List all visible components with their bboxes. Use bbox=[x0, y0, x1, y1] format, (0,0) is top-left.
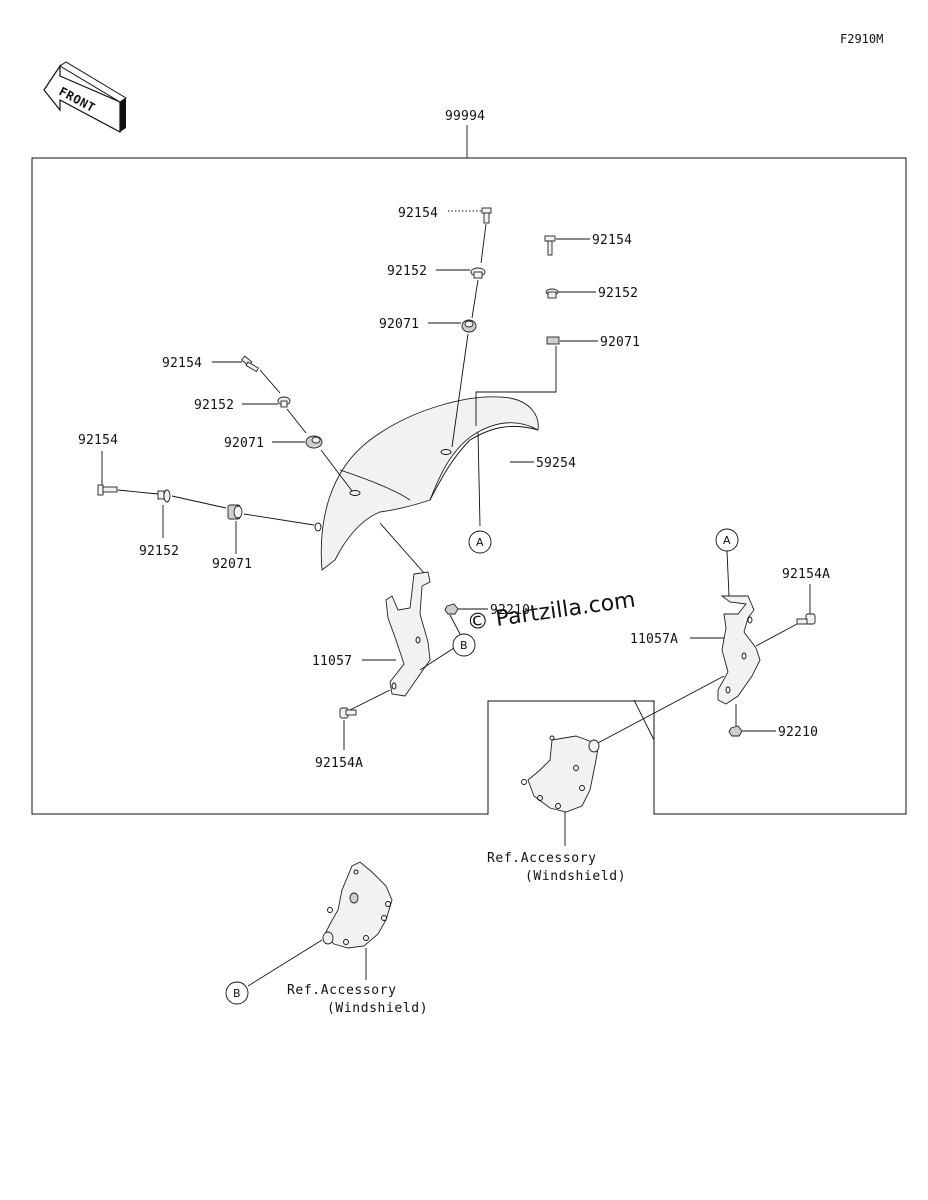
far-left-grommet-part bbox=[227, 504, 243, 520]
ref-accessory-sublabel-2: (Windshield) bbox=[327, 1001, 428, 1016]
top-right-washer-part bbox=[545, 288, 559, 299]
label-92071-top-center: 92071 bbox=[379, 317, 419, 332]
ref-accessory-sublabel-1: (Windshield) bbox=[525, 869, 626, 884]
mid-left-screw-part bbox=[241, 355, 260, 373]
right-bolt-part bbox=[796, 613, 816, 625]
front-arrow-icon: FRONT bbox=[43, 61, 127, 133]
left-bolt-part bbox=[339, 707, 357, 719]
label-92154A-right: 92154A bbox=[782, 567, 830, 582]
left-nut-part bbox=[444, 603, 459, 615]
kit-number-label: 99994 bbox=[445, 109, 485, 124]
label-92071-top-right: 92071 bbox=[600, 335, 640, 350]
label-92154-top-right: 92154 bbox=[592, 233, 632, 248]
top-center-screw-part bbox=[481, 207, 492, 224]
label-59254: 59254 bbox=[536, 456, 576, 471]
watermark-text: © Partzilla.com bbox=[465, 588, 637, 636]
callout-b-bracket: B bbox=[452, 633, 476, 657]
top-right-grommet-part bbox=[546, 336, 560, 345]
left-bracket-part bbox=[385, 571, 431, 697]
top-center-grommet-part bbox=[461, 319, 477, 333]
callout-a-bracket: A bbox=[715, 528, 739, 552]
kit-frame bbox=[31, 157, 907, 815]
label-92071-mid-left: 92071 bbox=[224, 436, 264, 451]
diagram-code: F2910M bbox=[840, 32, 883, 46]
windshield-part bbox=[314, 396, 539, 571]
label-92154-top-center: 92154 bbox=[398, 206, 438, 221]
label-11057A: 11057A bbox=[630, 632, 678, 647]
label-92154A-left: 92154A bbox=[315, 756, 363, 771]
svg-text:B: B bbox=[460, 639, 468, 652]
label-11057: 11057 bbox=[312, 654, 352, 669]
far-left-screw-part bbox=[97, 484, 118, 496]
windshield-mount-part-bottom bbox=[322, 861, 393, 949]
ref-accessory-label-2: Ref.Accessory bbox=[287, 983, 397, 998]
top-right-screw-part bbox=[544, 235, 556, 256]
label-92154-far-left: 92154 bbox=[78, 433, 118, 448]
svg-text:A: A bbox=[723, 534, 731, 547]
label-92152-far-left: 92152 bbox=[139, 544, 179, 559]
label-92210-right: 92210 bbox=[778, 725, 818, 740]
far-left-washer-part bbox=[157, 489, 171, 503]
svg-text:B: B bbox=[233, 987, 241, 1000]
label-92210-left: 92210 bbox=[490, 603, 530, 618]
right-bracket-part bbox=[717, 595, 761, 705]
label-92152-mid-left: 92152 bbox=[194, 398, 234, 413]
mid-left-grommet-part bbox=[305, 435, 323, 449]
label-92154-mid-left: 92154 bbox=[162, 356, 202, 371]
callout-b-mount: B bbox=[225, 981, 249, 1005]
label-92152-top-right: 92152 bbox=[598, 286, 638, 301]
right-nut-part bbox=[728, 725, 743, 737]
svg-text:A: A bbox=[476, 536, 484, 549]
callout-a-windshield: A bbox=[468, 530, 492, 554]
label-92152-top-center: 92152 bbox=[387, 264, 427, 279]
windshield-mount-part-center bbox=[521, 735, 600, 813]
top-center-washer-part bbox=[470, 267, 486, 279]
label-92071-far-left: 92071 bbox=[212, 557, 252, 572]
ref-accessory-label-1: Ref.Accessory bbox=[487, 851, 597, 866]
mid-left-washer-part bbox=[277, 396, 291, 408]
